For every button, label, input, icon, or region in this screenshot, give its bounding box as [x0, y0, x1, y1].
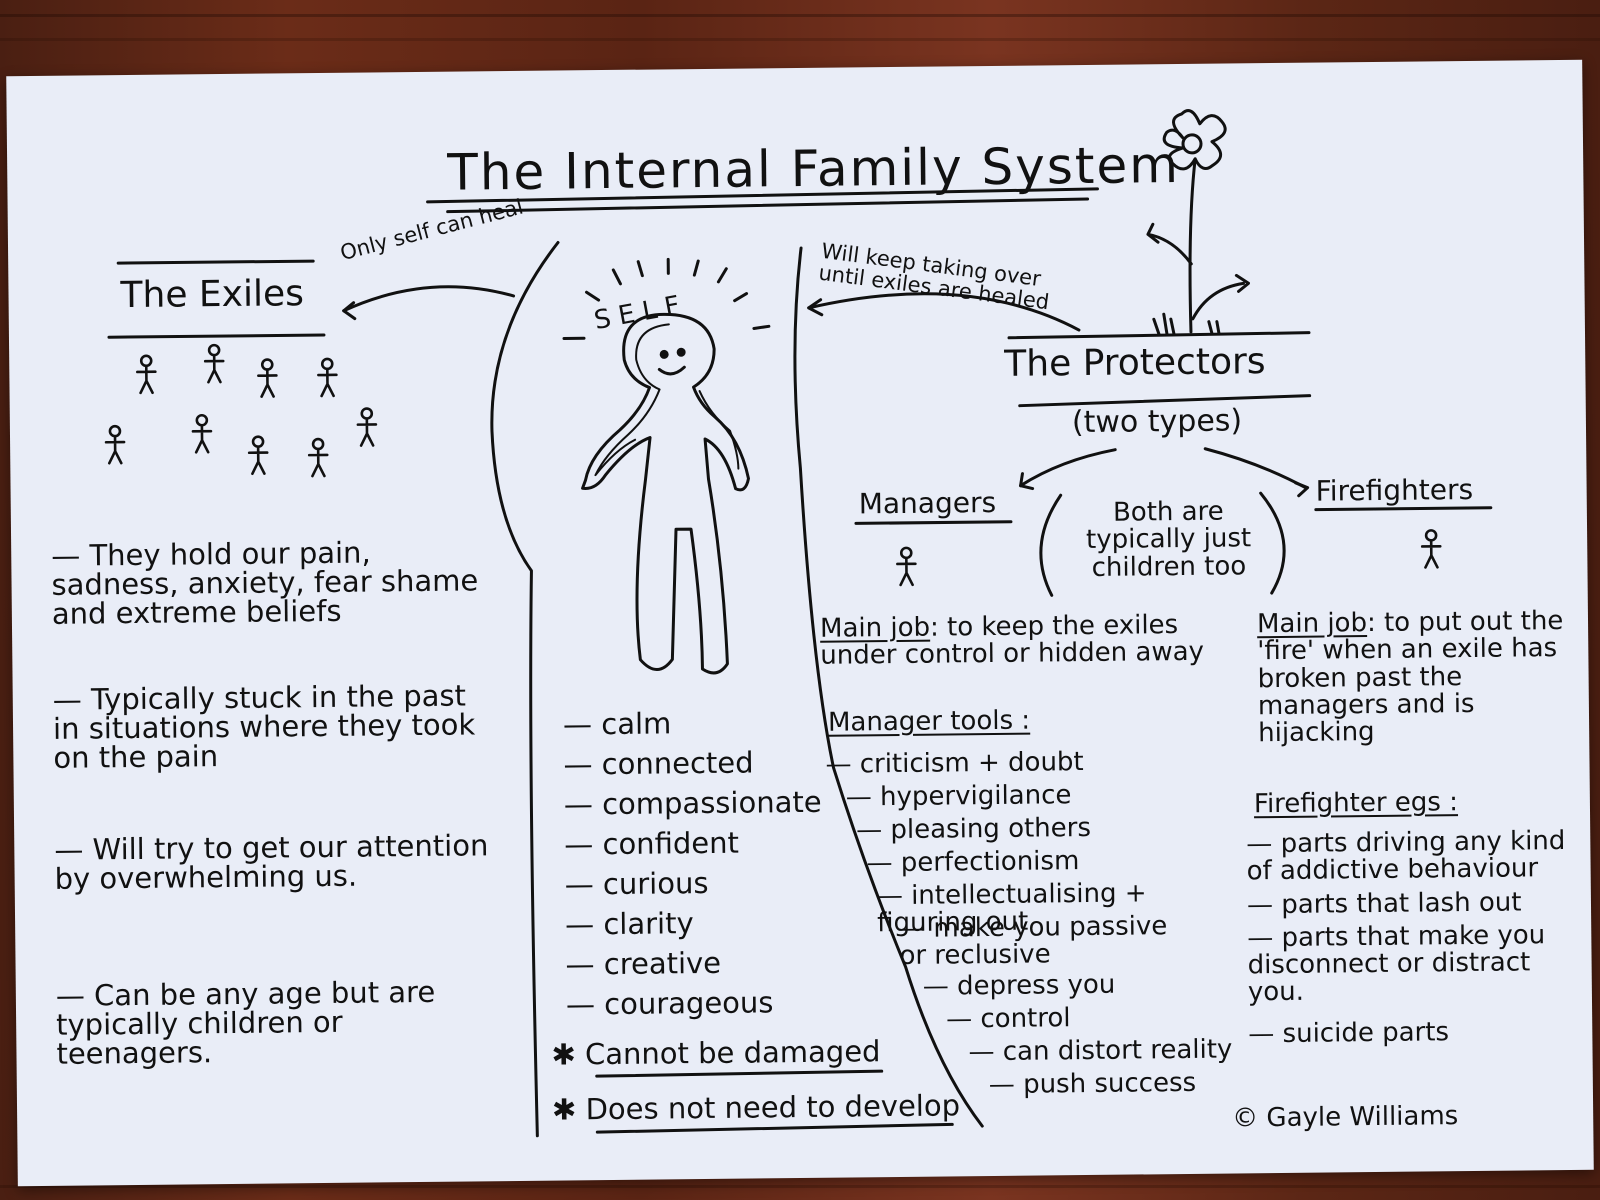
arrow-head-firefighters [1294, 481, 1310, 498]
sketch-drawings [107, 109, 1493, 1138]
flower-drawing [1146, 109, 1250, 336]
exile-figure [135, 354, 157, 395]
manager-tool: — criticism + doubt [825, 747, 1084, 780]
firefighter-eg: — parts driving any kind of addictive be… [1246, 825, 1566, 887]
self-quality: — curious [564, 865, 709, 902]
manager-tool: — hypervigilance [845, 780, 1072, 813]
title-underline-2 [446, 197, 1090, 214]
manager-tools-heading: Manager tools : [827, 705, 1031, 738]
exile-figure [203, 343, 225, 384]
exiles-heading: The Exiles [120, 273, 305, 317]
paper-sheet: The Internal Family System The Exiles On… [6, 59, 1594, 1187]
firefighter-eg: — parts that make you disconnect or dist… [1247, 920, 1546, 1008]
arrow-to-self [807, 292, 1081, 332]
ground-line [1007, 331, 1311, 340]
managers-underline [854, 520, 1013, 525]
firefighters-main-job: Main job: to put out the 'fire' when an … [1257, 606, 1568, 748]
firefighter-eg: — parts that lash out [1246, 887, 1522, 920]
signature: © Gayle Williams [1232, 1101, 1459, 1134]
exiles-point-4: — Can be any age but are typically child… [55, 974, 436, 1071]
self-smile [657, 365, 686, 376]
note-underline-1 [595, 1069, 884, 1078]
paren-left [1039, 493, 1063, 597]
self-quality: — calm [562, 706, 672, 742]
manager-tool: — depress you [922, 969, 1116, 1002]
self-rays [562, 257, 771, 340]
self-quality: — compassionate [563, 784, 822, 822]
star-icon: ✱ [551, 1037, 576, 1072]
title-underline-1 [426, 187, 1099, 204]
note-underline-2 [595, 1122, 954, 1134]
exiles-rule-top [116, 259, 315, 265]
exiles-point-1: — They hold our pain, sadness, anxiety, … [51, 535, 479, 631]
manager-tool: — pleasing others [856, 812, 1092, 846]
both-are-children-note: Both are typically just children too [1085, 496, 1252, 583]
exile-figure [247, 435, 269, 476]
manager-tool: — perfectionism [866, 846, 1080, 879]
manager-tool: — push success [988, 1067, 1197, 1101]
arrow-to-managers [1019, 448, 1117, 488]
paren-right [1259, 491, 1286, 595]
self-qualities-list: — calm — connected — compassionate — con… [562, 706, 824, 1031]
exile-figure [191, 413, 213, 454]
firefighter-egs-heading: Firefighter egs : [1253, 787, 1459, 820]
exiles-point-2: — Typically stuck in the past in situati… [52, 678, 476, 775]
firefighters-heading: Firefighters [1315, 472, 1474, 508]
self-quality: — courageous [565, 985, 774, 1022]
self-eye-left [659, 349, 669, 359]
managers-main-job: Main job: to keep the exiles under contr… [820, 610, 1241, 671]
star-icon: ✱ [551, 1092, 577, 1127]
self-figure-inner [594, 323, 740, 477]
exiles-point-3: — Will try to get our attention by overw… [54, 828, 489, 896]
protectors-heading: The Protectors [1004, 341, 1266, 385]
managers-heading: Managers [858, 485, 997, 521]
manager-figure [895, 546, 917, 587]
self-quality: — clarity [564, 906, 694, 942]
firefighter-eg: — suicide parts [1248, 1017, 1450, 1050]
self-quality: — creative [565, 945, 722, 982]
self-quality: — connected [563, 745, 754, 782]
manager-tools-list: — criticism + doubt — hypervigilance — p… [825, 747, 1233, 1107]
protectors-underline [1018, 394, 1312, 408]
exile-figure [256, 358, 278, 398]
arrow-to-exiles [342, 285, 516, 313]
self-quality: — confident [564, 825, 740, 862]
exile-figure [104, 424, 126, 465]
right-divider [793, 246, 984, 1128]
manager-tool: — can distort reality [968, 1034, 1233, 1068]
arrow-head-self [807, 298, 824, 317]
manager-tool: — make you passive or reclusive [899, 911, 1168, 972]
firefighter-egs-list: — parts driving any kind of addictive be… [1246, 825, 1568, 1050]
arrow-head-left [342, 301, 357, 321]
firefighters-underline [1314, 506, 1493, 512]
exiles-rule-bottom [107, 333, 326, 339]
protectors-subheading: (two types) [1071, 403, 1243, 441]
page-title: The Internal Family System [446, 135, 1181, 202]
self-eye-right [676, 347, 686, 357]
exile-figure [316, 357, 338, 398]
exile-figure [356, 407, 378, 447]
exile-figure [307, 437, 329, 478]
firefighter-figure [1420, 528, 1442, 569]
arrow-head-managers [1019, 472, 1035, 491]
left-divider [490, 241, 560, 1138]
